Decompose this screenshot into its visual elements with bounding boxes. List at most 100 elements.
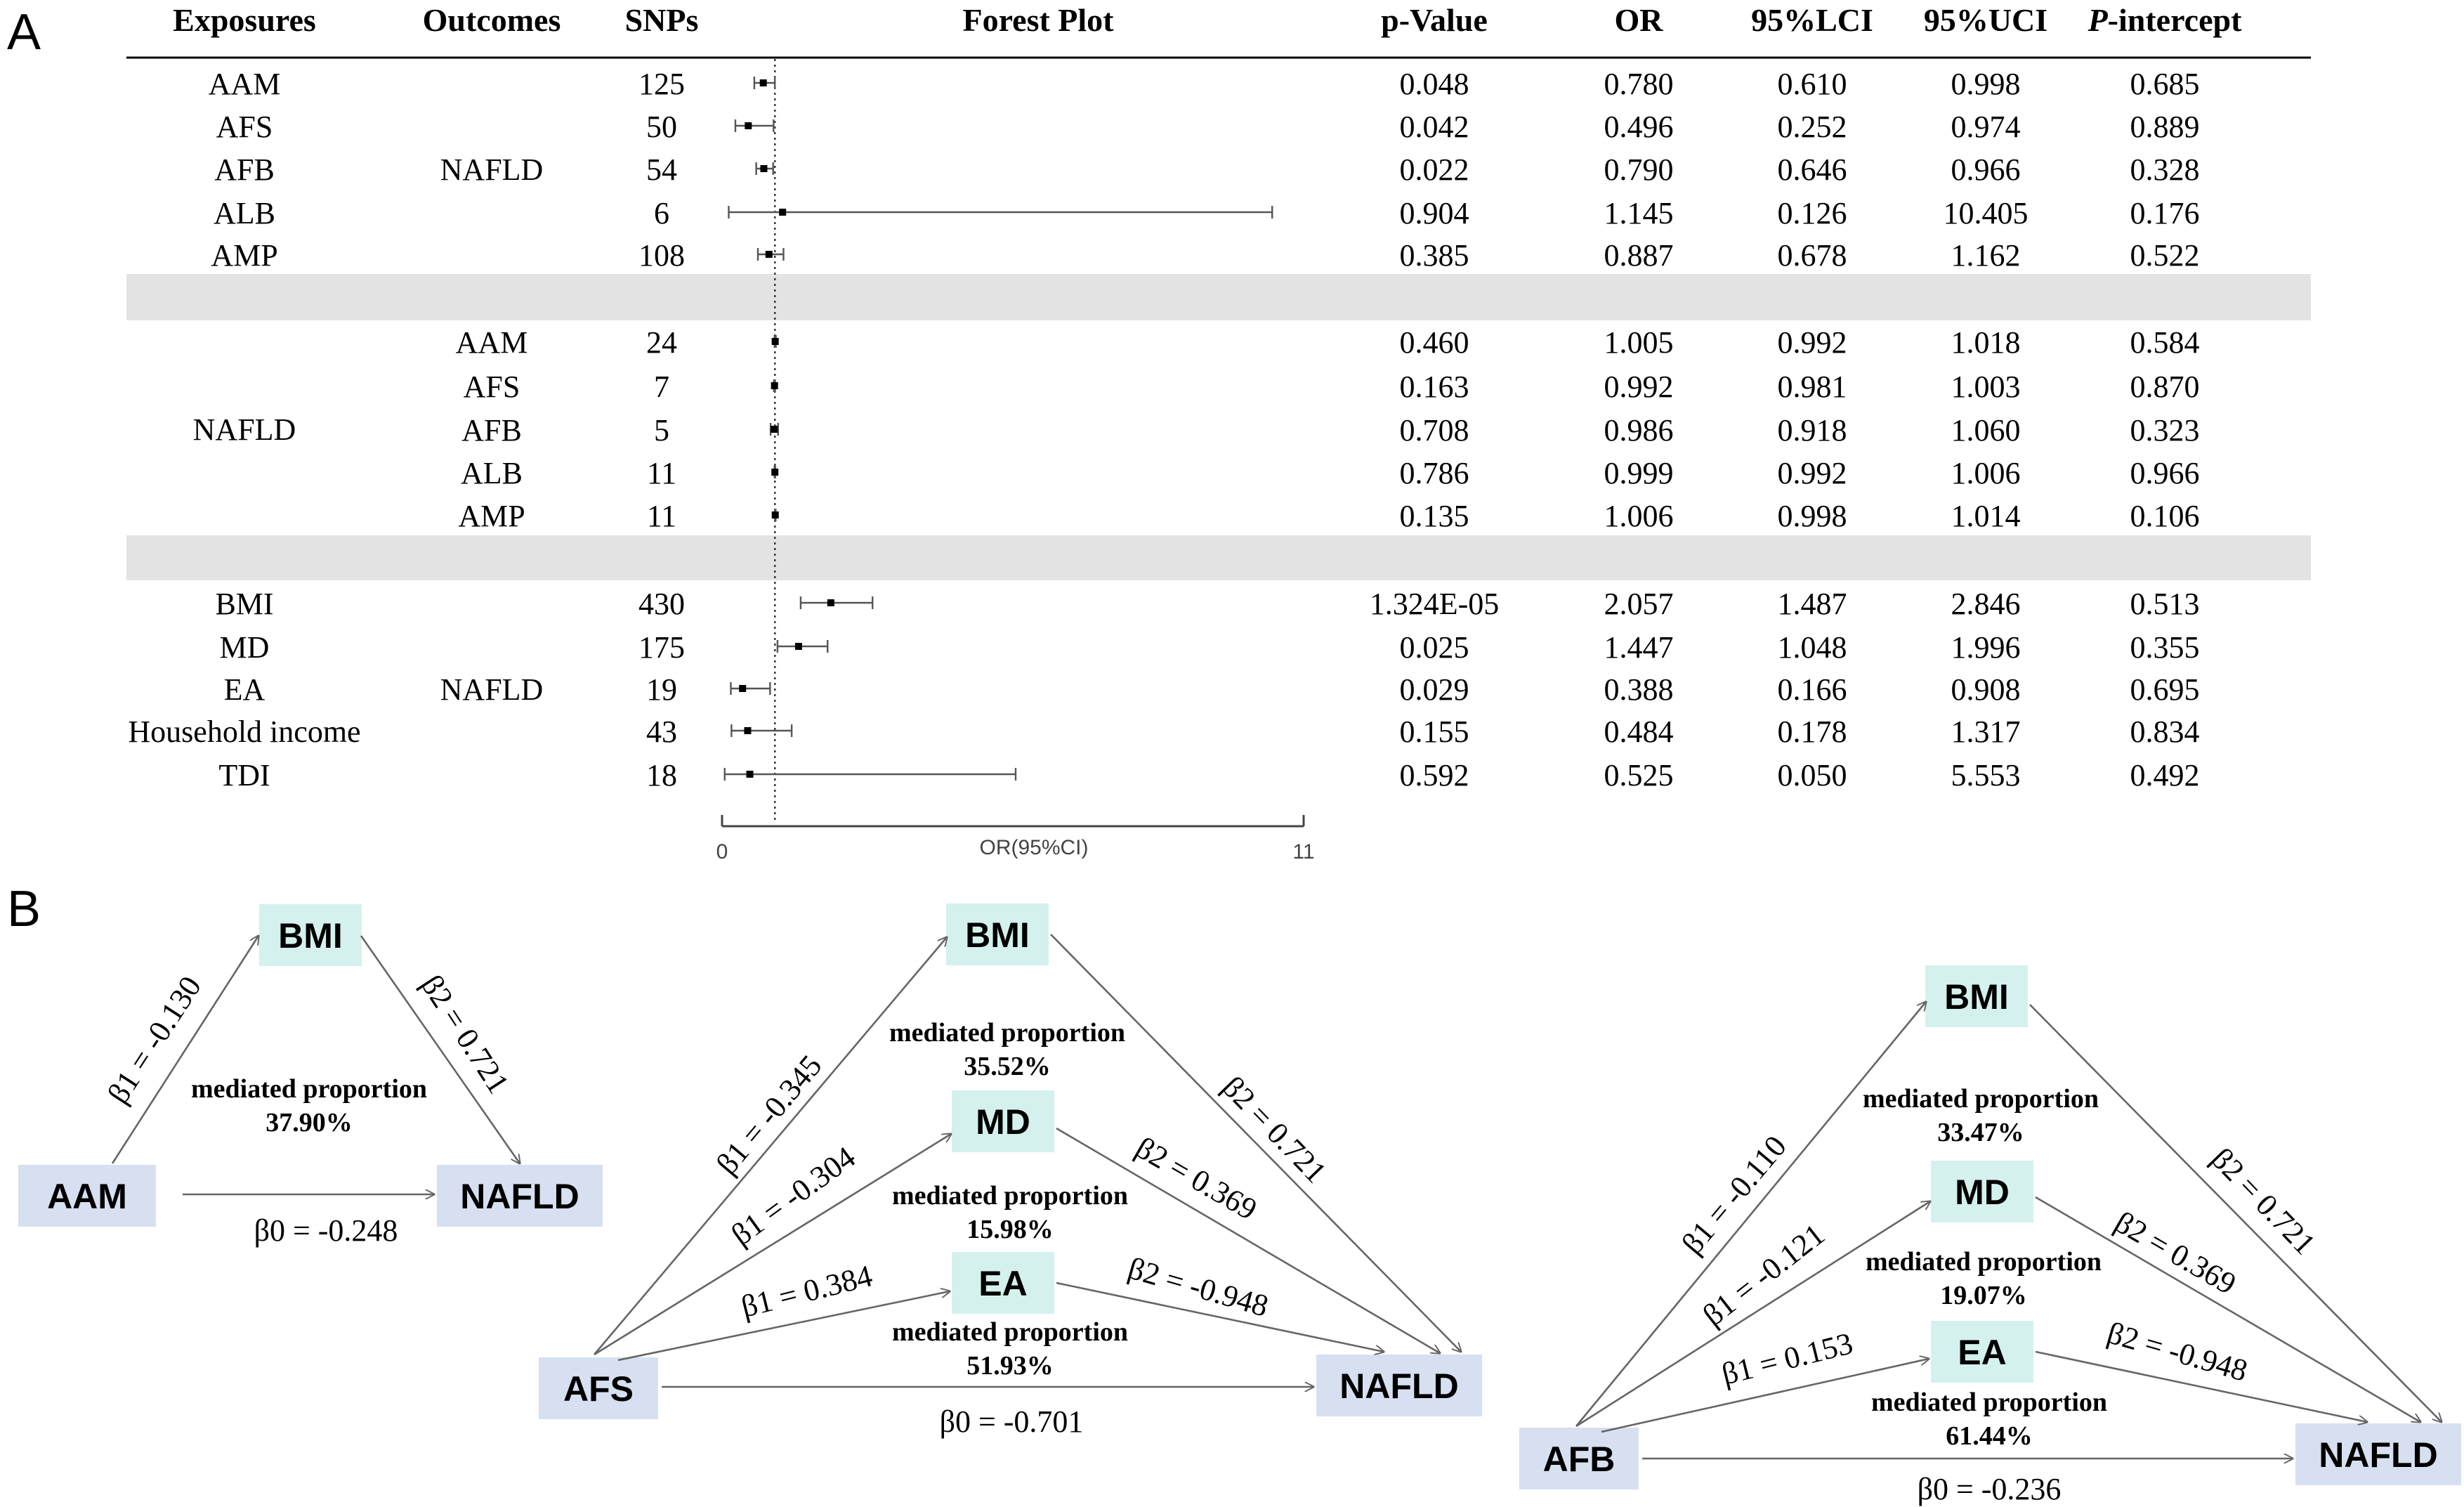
or-point [771, 511, 779, 518]
group-exposure-label: NAFLD [193, 412, 296, 447]
beta0-label: β0 = -0.248 [254, 1213, 398, 1248]
outcome-node-box [437, 1165, 603, 1227]
cell-or: 1.447 [1604, 630, 1674, 665]
or-point [794, 643, 802, 650]
cell-p-intercept: 0.176 [2130, 196, 2200, 230]
path-exposure-mediator [594, 1134, 951, 1356]
cell-p-intercept: 0.685 [2130, 67, 2200, 101]
mediator-node-box [946, 903, 1049, 965]
cell-p-intercept: 0.323 [2130, 413, 2200, 448]
header-or: OR [1615, 2, 1664, 38]
exposure-node: AFS [539, 1357, 658, 1419]
forest-point [771, 335, 779, 348]
cell-uci: 0.974 [1951, 110, 2021, 144]
exposure-node: AFB [1519, 1428, 1639, 1489]
exposure-node-box [539, 1357, 658, 1419]
mediated-proportion-label: mediated proportion [1863, 1084, 2099, 1114]
cell-p-value: 0.025 [1400, 630, 1469, 665]
or-point [771, 382, 778, 389]
path-mediator-outcome [1056, 1281, 1384, 1352]
mediator-node-box [1925, 965, 2028, 1027]
cell-or: 0.992 [1604, 370, 1674, 404]
cell-p-value: 0.592 [1400, 758, 1469, 792]
header-exposures: Exposures [173, 2, 316, 38]
path-exposure-mediator [1575, 1201, 1930, 1428]
exposure-node-box [1519, 1428, 1639, 1489]
cell-or: 1.006 [1604, 499, 1674, 533]
cell-p-intercept: 0.695 [2130, 672, 2200, 707]
or-point [745, 122, 752, 129]
x-axis-label: OR(95%CI) [979, 836, 1088, 859]
cell-or: 1.005 [1604, 325, 1674, 360]
forest-point [756, 248, 785, 261]
cell-p-intercept: 0.522 [2130, 238, 2200, 273]
cell-lci: 0.252 [1778, 110, 1847, 144]
cell-uci: 1.996 [1951, 630, 2021, 665]
forest-point [734, 119, 775, 132]
cell-lci: 0.981 [1778, 370, 1847, 404]
cell-outcome: AAM [456, 325, 528, 360]
cell-lci: 0.178 [1778, 715, 1847, 749]
cell-snps: 43 [646, 715, 677, 749]
path-exposure-mediator [617, 1291, 950, 1362]
path-mediator-outcome [1056, 1127, 1440, 1353]
path-exposure-mediator [1575, 1002, 1926, 1427]
cell-uci: 10.405 [1944, 196, 2029, 230]
cell-p-value: 0.708 [1400, 413, 1469, 448]
header-uci: 95%UCI [1924, 2, 2047, 38]
cell-lci: 0.126 [1778, 196, 1847, 230]
mediator-node: EA [1931, 1321, 2033, 1383]
mediator-node-box [952, 1252, 1054, 1314]
x-tick-label: 11 [1292, 840, 1314, 863]
cell-lci: 0.998 [1778, 499, 1847, 533]
mediator-node: BMI [1925, 965, 2028, 1027]
beta1-label: β1 = -0.110 [1675, 1129, 1793, 1260]
cell-or: 0.496 [1604, 110, 1674, 144]
cell-lci: 0.918 [1778, 413, 1847, 448]
cell-or: 0.525 [1604, 758, 1674, 792]
cell-or: 2.057 [1604, 587, 1674, 621]
mediator-node: BMI [946, 903, 1049, 965]
mediated-proportion-value: 33.47% [1937, 1118, 2024, 1147]
cell-lci: 0.646 [1778, 152, 1847, 187]
cell-lci: 1.048 [1778, 630, 1847, 665]
path-exposure-mediator [1601, 1359, 1929, 1433]
beta0-label: β0 = -0.236 [1918, 1472, 2062, 1506]
or-point [744, 727, 752, 734]
cell-snps: 430 [638, 587, 685, 621]
cell-exposure: AFS [216, 110, 273, 144]
cell-p-intercept: 0.513 [2130, 587, 2200, 621]
cell-or: 0.388 [1604, 672, 1674, 707]
cell-p-intercept: 0.355 [2130, 630, 2200, 665]
cell-uci: 0.966 [1951, 152, 2021, 187]
mediator-node-box [1931, 1161, 2033, 1222]
outcome-node-label: NAFLD [1339, 1366, 1458, 1406]
exposure-node-label: AFB [1543, 1440, 1616, 1479]
cell-uci: 5.553 [1951, 758, 2021, 792]
mediated-proportion-value: 51.93% [966, 1351, 1054, 1381]
mediator-node: EA [952, 1252, 1054, 1314]
mediated-proportion-label: mediated proportion [892, 1317, 1128, 1347]
beta1-label: β1 = 0.153 [1718, 1326, 1856, 1392]
beta0-label: β0 = -0.701 [940, 1404, 1084, 1439]
beta2-label: β2 = 0.369 [1130, 1130, 1263, 1227]
cell-outcome: AMP [458, 499, 525, 533]
cell-snps: 7 [654, 370, 669, 404]
outcome-node: NAFLD [2295, 1423, 2461, 1485]
mediated-proportion-value: 19.07% [1940, 1281, 2027, 1310]
cell-uci: 1.006 [1951, 456, 2021, 490]
cell-or: 0.887 [1604, 238, 1674, 273]
cell-uci: 0.998 [1951, 67, 2021, 101]
cell-outcome: ALB [461, 456, 523, 490]
x-tick-label: 0 [716, 840, 728, 863]
cell-snps: 50 [646, 110, 677, 144]
path-mediator-outcome [1050, 934, 1461, 1352]
header-lci: 95%LCI [1751, 2, 1873, 38]
